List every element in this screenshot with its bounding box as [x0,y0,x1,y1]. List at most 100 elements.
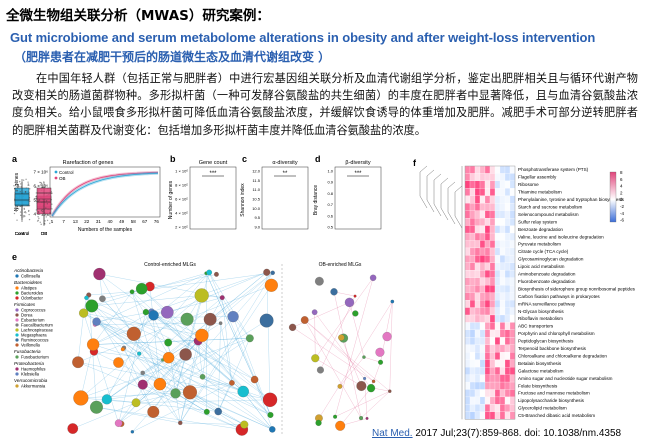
panel-c-control-point [23,207,25,210]
network-edge [118,338,250,424]
legend-genus: Klebsiella [21,372,40,377]
heatmap-cell [504,314,511,323]
legend-genus-marker [15,313,19,317]
network-edge [83,313,119,424]
network-edge [96,321,123,350]
mlg-node [330,288,338,296]
network-edge [88,291,133,296]
heatmap-cell [509,195,516,204]
network-edge [180,335,203,423]
network-edge [209,272,250,339]
heatmap-cell [504,404,511,412]
panel-b-control-point [16,186,19,189]
legend-genus: Megasphaera [21,333,47,338]
heatmap-cell [479,314,486,323]
panel-c-control-point [19,214,22,217]
heatmap-cell [479,300,486,308]
network-edge [168,297,223,343]
heatmap-cell [509,247,516,256]
panel-b-ytick: 2 × 10⁵ [175,225,188,230]
heatmap-cell [494,173,501,182]
heatmap-cell [464,240,471,249]
scale-tick: 0 [620,197,623,202]
heatmap-cell [469,381,476,390]
mlg-node [363,376,367,380]
heatmap-cell [489,270,496,278]
mlg-node [338,334,345,341]
panel-b-ob-point [35,192,38,194]
mlg-node [353,294,357,298]
panel-c-ob-point [51,203,53,205]
panel-d-ob-point [38,199,41,201]
heatmap-cell [474,232,481,241]
heatmap-cell [474,210,481,219]
panel-d-control-point [19,205,21,208]
mlg-node [137,351,142,356]
heatmap-cell [469,203,476,211]
heatmap-cell [509,314,516,323]
panel-c-control-point [29,200,31,203]
legend-phylum: Proteobacteria [14,361,44,366]
legend-genus: Lachnospiraceae [21,328,54,333]
citation-journal-link[interactable]: Nat Med. [372,428,413,439]
mlg-node [203,408,210,415]
heatmap-cell [479,292,486,301]
heatmap-cell [504,396,511,405]
heatmap-cell [499,381,506,390]
heatmap-cell [509,232,516,241]
network-edge [122,349,271,416]
heatmap-cell [499,314,506,323]
mlg-node [84,295,89,301]
heatmap-cell [499,322,506,330]
heatmap-cell [464,337,471,345]
heatmap-cell [509,322,516,330]
heatmap-cell [504,188,511,196]
panel-d-control-point [19,211,22,213]
heatmap-cell [484,232,491,241]
ob-rarefaction-curve [51,172,159,217]
citation: Nat Med. 2017 Jul;23(7):859-868. doi: 10… [372,428,621,439]
legend-phylum: Fusobacteria [14,349,41,354]
citation-details: 2017 Jul;23(7):859-868. doi: 10.1038/nm.… [412,428,622,439]
network-edge [340,388,372,426]
panel-b-ytick: 4 × 10⁵ [175,211,188,216]
mlg-node [180,312,194,326]
scale-tick: 4 [620,184,623,189]
heatmap-cell [494,225,501,234]
heatmap-cell [479,374,486,383]
panel-c-ytick: 10.5 [252,197,261,202]
heatmap-cell [479,367,486,375]
heatmap-cell [484,381,491,390]
panel-c-ytick: 12.0 [252,169,261,174]
panel-a-xlabel: Numbers of the samples [78,227,133,233]
pathway-label: Benzoate degradation [518,227,563,232]
panel-b-control-point [20,186,22,188]
mlg-node [214,271,219,277]
panel-c-ytick: 11.5 [253,178,261,183]
panel-d-control-point [28,209,30,212]
panel-b-ylabel: Number of genes [168,180,174,219]
heatmap-cell [484,255,491,263]
mlg-node [120,347,125,352]
heatmap-cell [499,411,506,420]
mlg-node [142,309,149,316]
mlg-node [130,430,135,434]
heatmap-cell [499,359,506,368]
heatmap-cell [484,203,491,211]
legend-genus: Faecalibacterium [21,323,53,328]
legend-genus-marker [15,274,19,278]
mlg-node [140,370,145,376]
heatmap-cell [469,359,476,368]
network-edge [106,382,232,400]
heatmap-cell [489,359,496,368]
legend-genus-marker [15,384,19,388]
heatmap-cell [484,359,491,368]
heatmap-cell [509,344,516,353]
panel-a-xtick: 13 [73,219,79,224]
heatmap-cell [489,404,496,412]
panel-d-ytick: 0.6 [327,213,333,218]
panel-c-ob-point [37,211,40,214]
heatmap-cell [499,270,506,278]
mlg-node [72,356,84,369]
scale-tick: -4 [620,211,624,216]
